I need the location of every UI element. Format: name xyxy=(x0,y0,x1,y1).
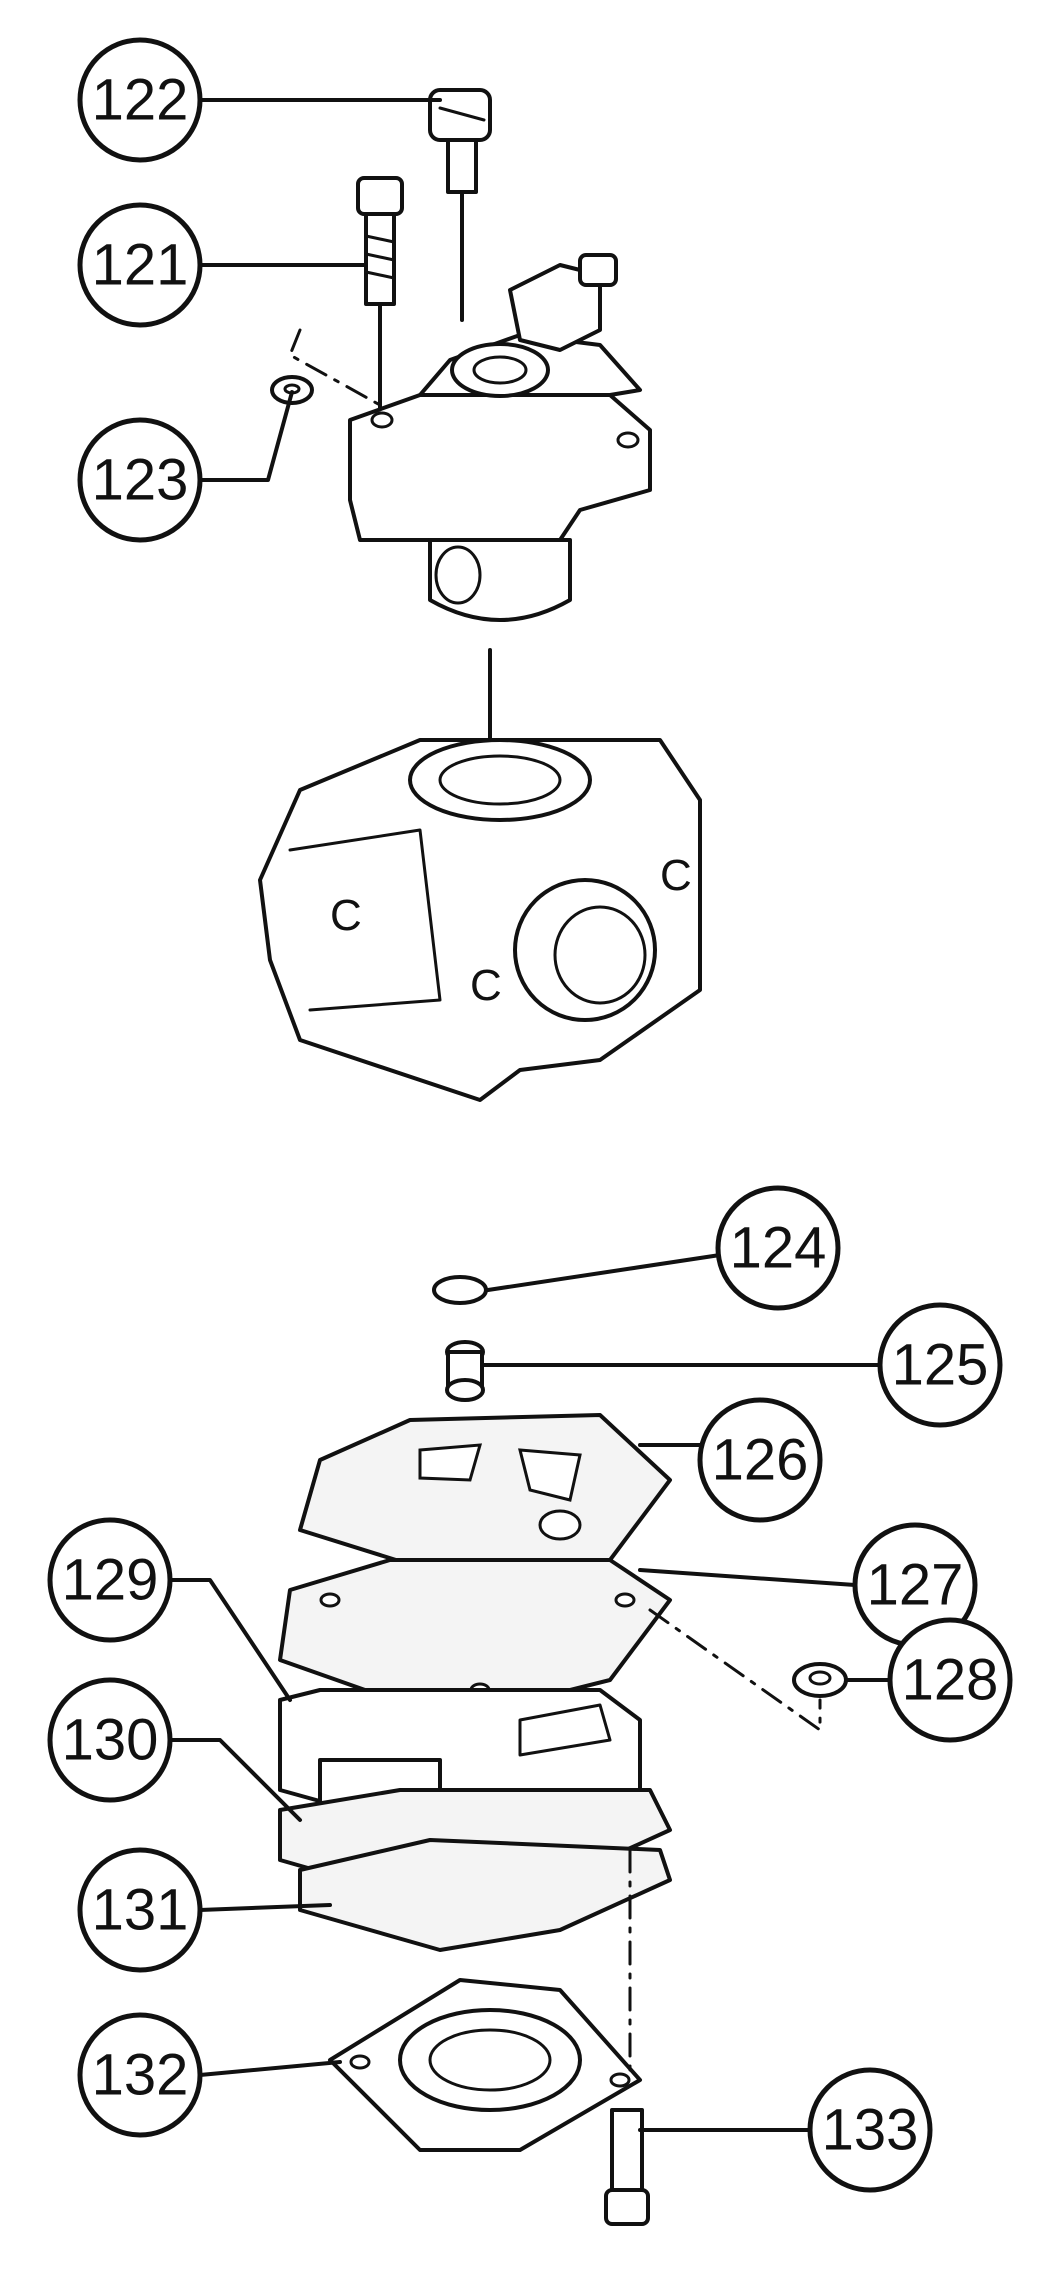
callout-123: 123 xyxy=(77,417,203,543)
callout-label: 129 xyxy=(62,1548,159,1613)
callout-label: 126 xyxy=(712,1428,809,1493)
svg-text:C: C xyxy=(330,891,362,940)
callout-128: 128 xyxy=(887,1617,1013,1743)
callout-131: 131 xyxy=(77,1847,203,1973)
callout-130: 130 xyxy=(47,1677,173,1803)
callout-label: 132 xyxy=(92,2043,189,2108)
callout-127: 127 xyxy=(852,1522,978,1648)
part-126-gasket xyxy=(298,1413,672,1582)
callout-121: 121 xyxy=(77,202,203,328)
part-132-cover xyxy=(328,1978,642,2152)
callout-label: 130 xyxy=(62,1708,159,1773)
callout-leaders xyxy=(168,98,892,2132)
part-127-gasket xyxy=(278,1558,672,1722)
part-carburetor-body: C C C xyxy=(258,738,702,1102)
part-121-bolt xyxy=(356,176,404,422)
guide-line-nut-128 xyxy=(648,1608,822,1732)
callout-124: 124 xyxy=(715,1185,841,1311)
part-throttle-housing xyxy=(348,253,652,622)
callout-label: 128 xyxy=(902,1648,999,1713)
callout-126: 126 xyxy=(697,1397,823,1523)
guide-line-washer xyxy=(288,328,382,407)
callout-label: 125 xyxy=(892,1333,989,1398)
callout-label: 122 xyxy=(92,68,189,133)
callout-label: 121 xyxy=(92,233,189,298)
part-122-screw xyxy=(428,88,492,322)
callout-129: 129 xyxy=(47,1517,173,1643)
part-133-screw xyxy=(604,2108,650,2226)
callout-125: 125 xyxy=(877,1302,1003,1428)
part-131-gasket xyxy=(298,1838,672,1952)
callout-label: 127 xyxy=(867,1553,964,1618)
callout-132: 132 xyxy=(77,2012,203,2138)
callout-label: 124 xyxy=(730,1216,827,1281)
part-128-nut xyxy=(792,1662,848,1698)
svg-text:C: C xyxy=(660,851,692,900)
part-124-o-ring xyxy=(432,1275,488,1305)
callout-133: 133 xyxy=(807,2067,933,2193)
part-125-fitting xyxy=(445,1340,485,1402)
callout-label: 131 xyxy=(92,1878,189,1943)
callout-122: 122 xyxy=(77,37,203,163)
svg-text:C: C xyxy=(470,961,502,1010)
callout-label: 123 xyxy=(92,448,189,513)
callout-label: 133 xyxy=(822,2098,919,2163)
